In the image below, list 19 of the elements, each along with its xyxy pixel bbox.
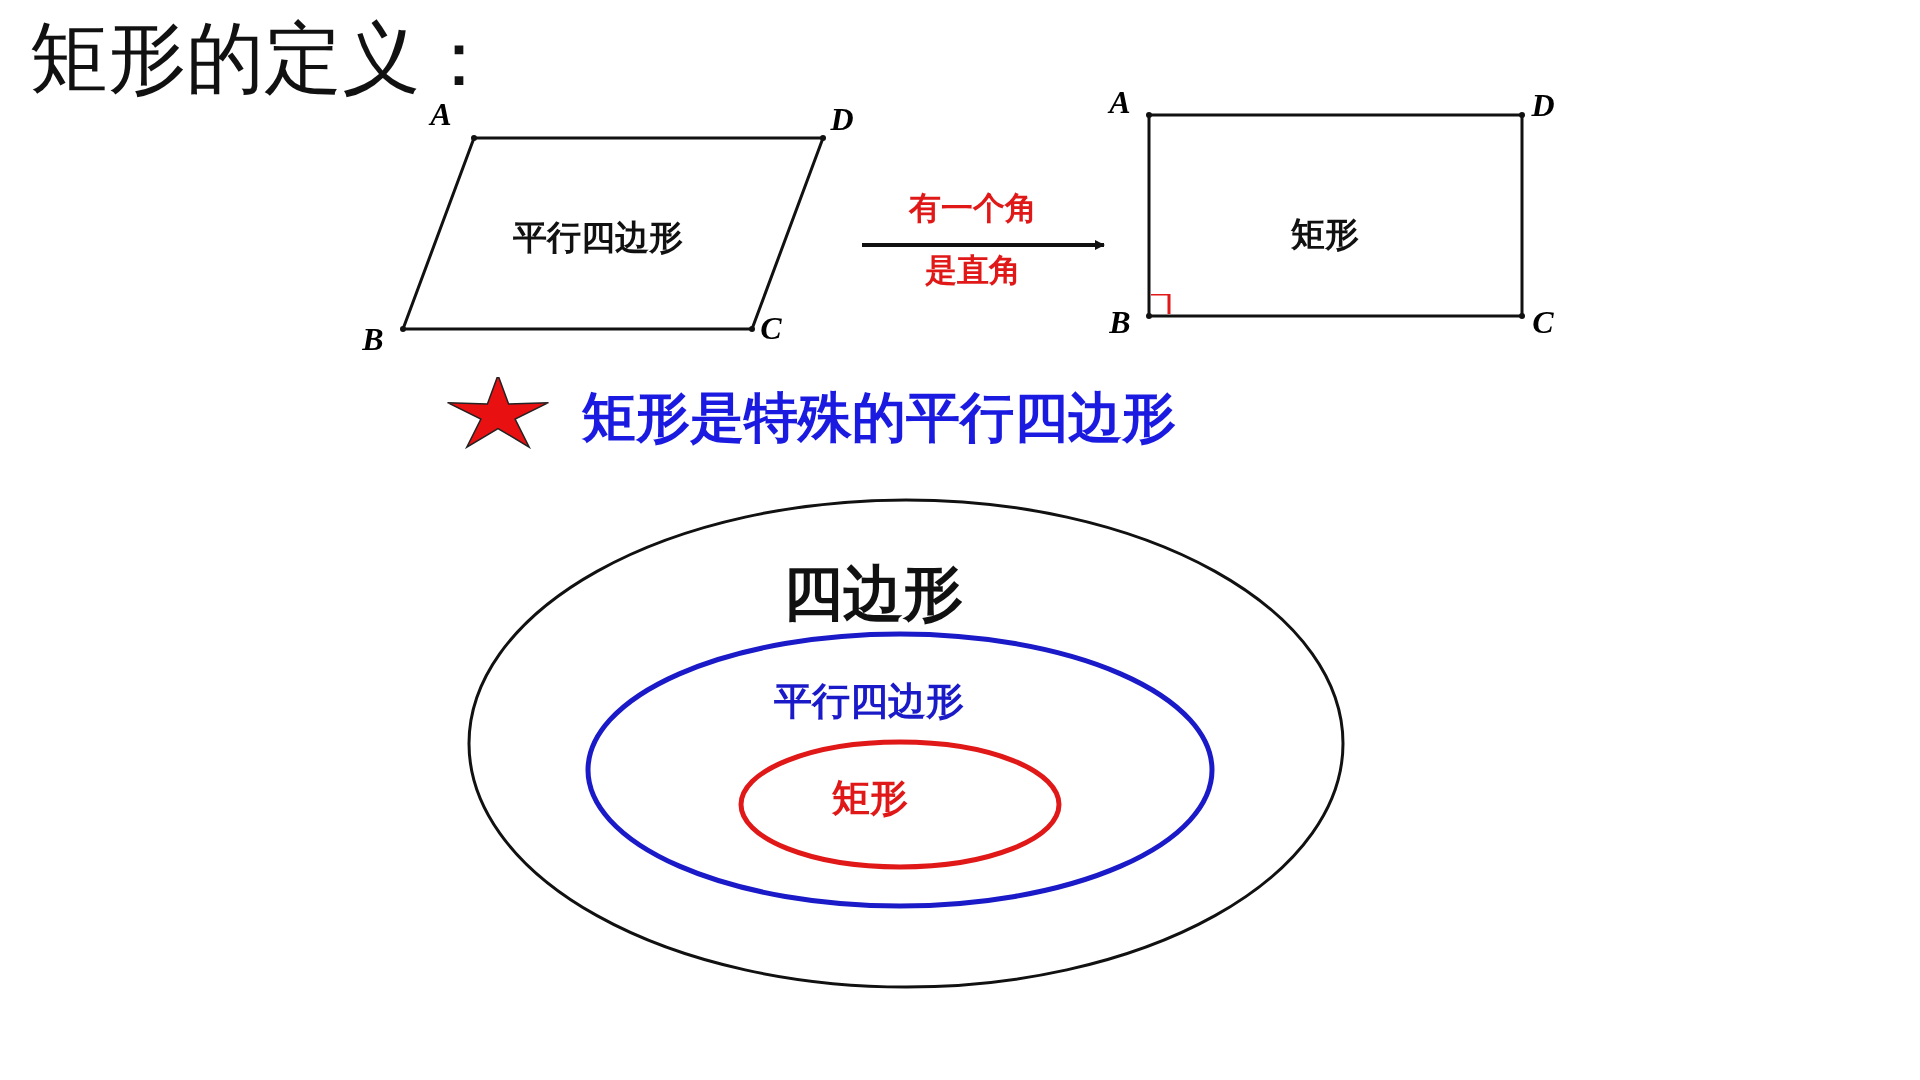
shape-name: 矩形 — [832, 774, 908, 822]
rectangle-ellipse — [741, 742, 1059, 867]
shape-name: 四边形 — [783, 556, 963, 630]
rectangle — [1149, 115, 1522, 316]
vertex-letter: B — [1109, 303, 1131, 341]
vertex-letter: A — [1109, 83, 1131, 121]
statement-text: 矩形是特殊的平行四边形 — [582, 385, 1176, 451]
vertex-letter: C — [760, 309, 782, 347]
shape-name: 平行四边形 — [513, 216, 683, 259]
vertex-letter: C — [1532, 303, 1554, 341]
shape-name: 矩形 — [1291, 213, 1359, 256]
quadrilateral-ellipse — [469, 500, 1343, 987]
edge-label: 有一个角是直角 — [907, 188, 1038, 291]
parallelogram-ellipse — [588, 634, 1212, 906]
shape-name: 平行四边形 — [774, 677, 964, 725]
vertex-letter: D — [1531, 86, 1555, 124]
vertex-letter: D — [830, 100, 854, 138]
vertex-letter: B — [362, 320, 384, 358]
arrow — [862, 240, 1105, 250]
